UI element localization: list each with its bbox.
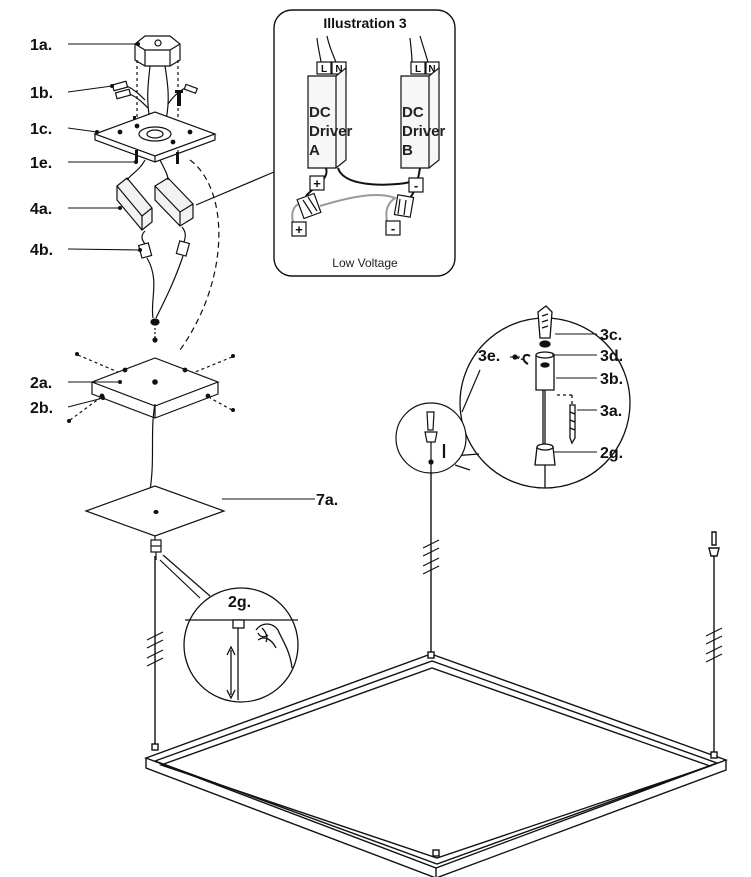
canopy [90,357,220,419]
ceiling-assembly [67,35,235,599]
driver-b-line1: DC [402,104,424,121]
driver-a-line3: A [309,142,320,159]
callout-3c: 3c. [600,327,622,344]
callout-2g: 2g. [228,594,251,611]
wire-connectors [111,80,199,109]
minus-tag-driver-b: - [414,178,418,193]
plus-tag-connector: + [295,222,303,237]
illustration-title: Illustration 3 [323,15,406,31]
low-voltage-connectors [137,226,191,319]
wago-connectors [296,192,415,220]
callout-4b: 4b. [30,242,53,259]
illustration-3-panel: Illustration 3 L N DC Driver A L N DC Dr… [195,9,456,277]
detail-circle-2g [183,587,299,703]
led-panel-frame [143,651,729,877]
callout-1e: 1e. [30,155,52,172]
driver-a-line2: Driver [309,123,353,140]
callout-3b: 3b. [600,371,623,388]
driver-a-n: N [335,64,342,75]
junction-box [134,35,181,67]
polarity-tags [291,175,424,237]
canopy-screws [69,354,233,421]
driver-b [400,35,440,169]
callout-7a: 7a. [316,492,338,509]
driver-b-n: N [428,64,435,75]
callout-1a: 1a. [30,37,52,54]
callout-1c: 1c. [30,121,52,138]
cable-gripper [150,539,162,560]
callout-3d: 3d. [600,348,623,365]
callout-1b: 1b. [30,85,53,102]
callout-3a: 3a. [600,403,622,420]
ceiling-anchor-detail [395,369,481,474]
low-voltage-label: Low Voltage [332,256,398,270]
driver-b-l: L [415,64,421,75]
ceiling-plate [84,485,226,537]
driver-b-line2: Driver [402,123,446,140]
callout-4a: 4a. [30,201,52,218]
callout-2g-detail: 2g. [600,445,623,462]
detail-circle-3 [451,305,631,489]
led-drivers [116,177,194,231]
callout-3e: 3e. [478,348,500,365]
driver-b-line3: B [402,142,413,159]
canopy-fitting [150,318,160,343]
screws-bottom [135,150,179,164]
driver-a [307,35,347,169]
plus-tag-driver-a: + [313,176,321,191]
minus-tag-connector: - [391,221,395,236]
mounting-plate [93,111,217,163]
driver-a-l: L [321,64,327,75]
callout-2b: 2b. [30,400,53,417]
driver-a-line1: DC [309,104,331,121]
callout-2a: 2a. [30,375,52,392]
callout-leaders [67,43,597,500]
